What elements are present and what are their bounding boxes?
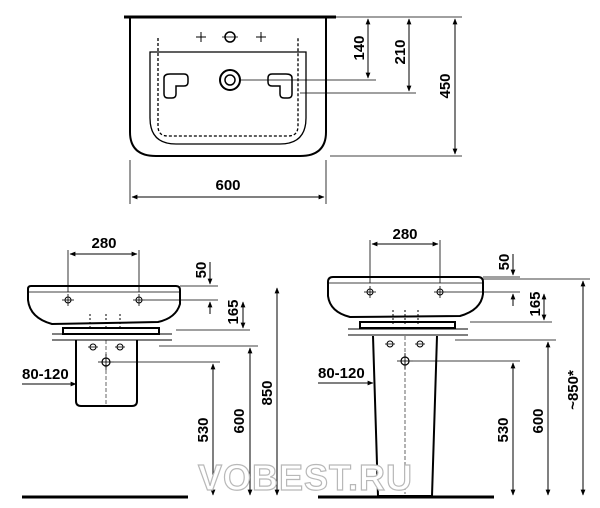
basin-outline-top bbox=[129, 18, 327, 157]
hidden-outline bbox=[157, 38, 299, 137]
basin-bowl bbox=[149, 51, 307, 145]
dim-label-80-120: 80-120 bbox=[318, 365, 365, 382]
support-plate bbox=[359, 321, 456, 329]
dim-label-140: 140 bbox=[351, 35, 368, 60]
dim-label-50: 50 bbox=[496, 254, 513, 271]
fixing-slot-left bbox=[163, 73, 189, 99]
dim-label-530: 530 bbox=[495, 417, 512, 442]
dim-label-50: 50 bbox=[193, 262, 210, 279]
dim-label-165: 165 bbox=[527, 291, 544, 316]
support-plate bbox=[62, 327, 160, 335]
side-view bbox=[318, 240, 590, 499]
dim-label-165: 165 bbox=[225, 299, 242, 324]
drain-inner bbox=[224, 74, 236, 86]
dim-label-600: 600 bbox=[530, 408, 547, 433]
basin-side bbox=[327, 276, 484, 319]
top-view bbox=[124, 15, 462, 204]
half-pedestal bbox=[75, 340, 138, 407]
front-view bbox=[22, 250, 280, 499]
dim-label-600: 600 bbox=[231, 408, 248, 433]
dim-label-850-approx: ~850* bbox=[565, 370, 582, 410]
dim-label-850: 850 bbox=[259, 380, 276, 405]
dim-label-210: 210 bbox=[392, 39, 409, 64]
dim-label-600: 600 bbox=[215, 177, 240, 194]
dim-label-280: 280 bbox=[392, 226, 417, 243]
basin-front bbox=[27, 285, 181, 326]
dim-label-530: 530 bbox=[195, 417, 212, 442]
drain-outer bbox=[219, 69, 241, 91]
dim-label-450: 450 bbox=[437, 73, 454, 98]
fixing-slot-right bbox=[267, 73, 293, 99]
top-view-labels: 600 140 210 450 bbox=[215, 35, 454, 194]
front-view-labels: 280 50 165 80-120 530 600 850 bbox=[22, 235, 276, 443]
dim-label-280: 280 bbox=[91, 235, 116, 252]
dim-label-80-120: 80-120 bbox=[22, 366, 69, 383]
watermark: VOBEST.RU bbox=[198, 457, 413, 498]
side-view-labels: 280 50 165 80-120 530 600 ~850* bbox=[318, 226, 582, 443]
